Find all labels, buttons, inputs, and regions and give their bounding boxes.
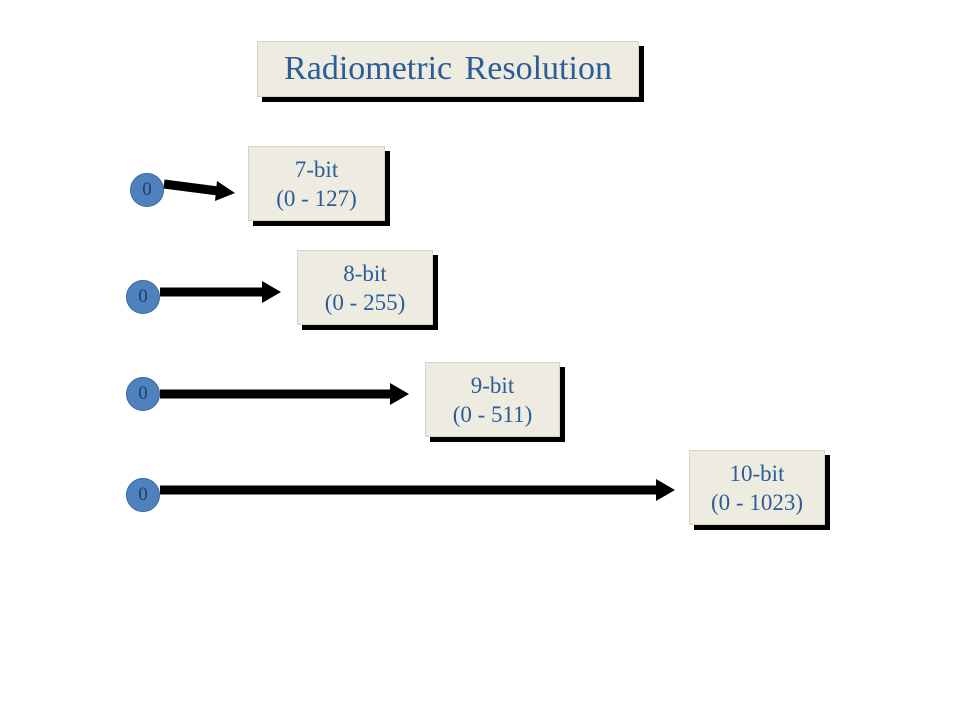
arrow-10-bit bbox=[160, 479, 675, 501]
origin-label: 0 bbox=[138, 383, 148, 404]
value-range-label: (0 - 1023) bbox=[711, 489, 803, 515]
origin-circle-7-bit: 0 bbox=[130, 173, 164, 207]
value-range-label: (0 - 127) bbox=[276, 185, 357, 211]
bit-depth-label: 8-bit bbox=[343, 260, 387, 286]
bit-depth-label: 7-bit bbox=[294, 156, 339, 182]
arrow-8-bit bbox=[160, 281, 281, 303]
arrow-7-bit bbox=[163, 179, 235, 201]
origin-circle-9-bit: 0 bbox=[126, 377, 160, 411]
bit-depth-label: 9-bit bbox=[470, 372, 515, 398]
bit-box-9-bit: 9-bit (0 - 511) bbox=[425, 362, 560, 437]
origin-circle-10-bit: 0 bbox=[126, 478, 160, 512]
value-range-label: (0 - 511) bbox=[452, 401, 533, 427]
page-title: Radiometric Resolution bbox=[257, 41, 639, 97]
title-text: Radiometric Resolution bbox=[284, 50, 612, 87]
bit-depth-label: 10-bit bbox=[729, 460, 785, 486]
origin-label: 0 bbox=[138, 484, 148, 505]
origin-circle-8-bit: 0 bbox=[126, 280, 160, 314]
bit-box-10-bit: 10-bit (0 - 1023) bbox=[689, 450, 825, 525]
value-range-label: (0 - 255) bbox=[324, 289, 406, 315]
origin-label: 0 bbox=[142, 179, 152, 200]
bit-box-7-bit: 7-bit (0 - 127) bbox=[248, 146, 385, 221]
bit-box-8-bit: 8-bit (0 - 255) bbox=[297, 250, 433, 325]
arrow-9-bit bbox=[160, 383, 409, 405]
origin-label: 0 bbox=[138, 286, 148, 307]
